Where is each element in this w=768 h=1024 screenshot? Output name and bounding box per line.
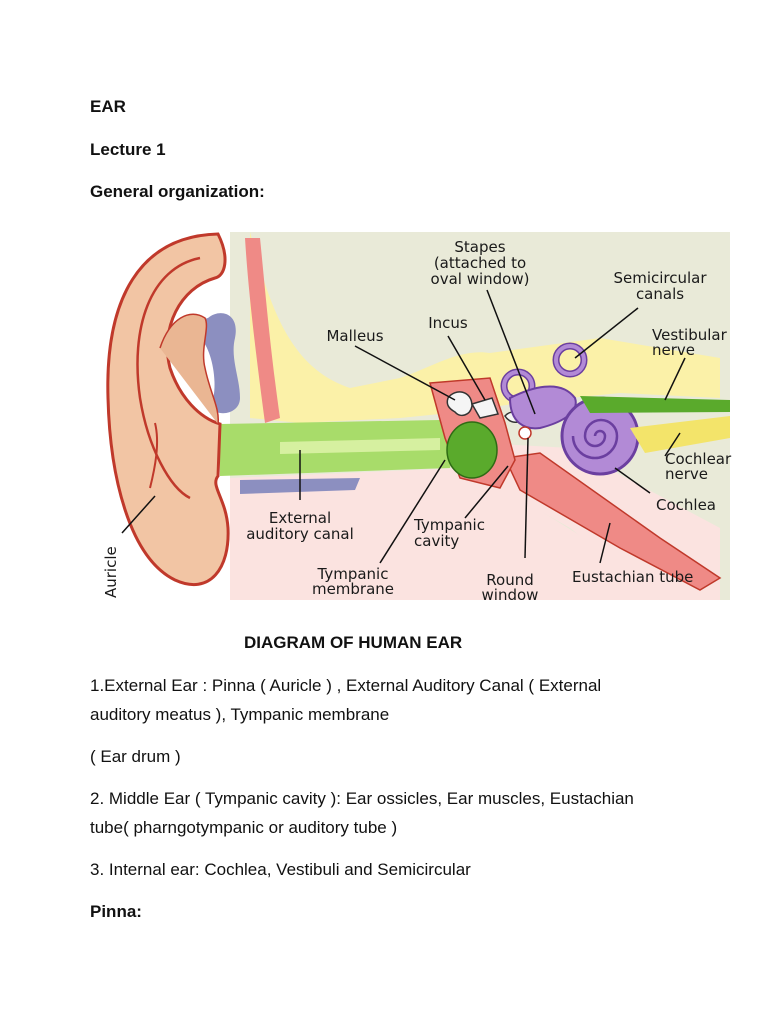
label-cochlear-nerve-2: nerve — [665, 465, 708, 483]
stapes-pointer — [486, 289, 536, 415]
paragraph-middle-ear-line-1: 2. Middle Ear ( Tympanic cavity ): Ear o… — [90, 789, 634, 808]
label-tympanic-membrane-1: Tympanic — [317, 565, 389, 583]
document-title: EAR — [90, 97, 126, 116]
auricle-helix — [159, 313, 219, 425]
label-malleus: Malleus — [326, 327, 383, 345]
label-auricle: Auricle — [102, 546, 120, 598]
label-stapes-2: (attached to — [434, 254, 526, 272]
section-heading: General organization: — [90, 182, 265, 201]
label-eac-2: auditory canal — [246, 525, 354, 543]
malleus-shape — [446, 391, 473, 417]
label-vestibular-1: Vestibular — [652, 326, 728, 344]
label-cochlear-nerve-1: Cochlear — [665, 450, 732, 468]
bone-band — [250, 232, 720, 423]
paragraph-external-ear-line-1: 1.External Ear : Pinna ( Auricle ) , Ext… — [90, 676, 602, 695]
cochlea-pointer — [614, 467, 651, 494]
label-round-window-2: window — [482, 586, 539, 604]
cochlea-spiral — [571, 418, 619, 460]
canal-skin-strip — [245, 238, 280, 423]
auricle-vessel — [149, 422, 159, 489]
soft-tissue — [230, 468, 660, 600]
label-incus: Incus — [428, 314, 468, 332]
label-tympanic-membrane-2: membrane — [312, 580, 394, 598]
canal-highlight — [280, 438, 440, 454]
label-tympanic-cavity-2: cavity — [414, 532, 459, 550]
auricle-pointer — [121, 495, 156, 534]
incus-pointer — [447, 335, 486, 401]
label-vestibular-2: nerve — [652, 341, 695, 359]
tympanic-membrane-shape — [446, 421, 498, 479]
paragraph-ear-drum: ( Ear drum ) — [90, 747, 181, 766]
paragraph-middle-ear: 2. Middle Ear ( Tympanic cavity ): Ear o… — [90, 784, 690, 842]
malleus-pointer — [354, 345, 456, 401]
label-eac-1: External — [269, 509, 331, 527]
label-stapes-1: Stapes — [454, 238, 505, 256]
semicircular-pointer — [574, 307, 639, 359]
round-window-shape — [518, 426, 532, 440]
round-window-pointer — [524, 437, 529, 559]
paragraph-internal-ear: 3. Internal ear: Cochlea, Vestibuli and … — [90, 860, 471, 879]
cartilage-upper — [197, 313, 240, 414]
label-semicircular-1: Semicircular — [613, 269, 707, 287]
eustachian-tube-shape — [503, 452, 722, 591]
eustachian-pointer — [599, 522, 611, 564]
label-semicircular-2: canals — [636, 285, 684, 303]
tympanic-cavity-pointer — [464, 465, 509, 519]
pinna-heading: Pinna: — [90, 902, 142, 921]
figure-caption: DIAGRAM OF HUMAN EAR — [244, 633, 463, 652]
auricle-shape — [106, 232, 230, 587]
label-cochlea: Cochlea — [656, 496, 716, 514]
vestibular-pointer — [664, 357, 686, 401]
cochlear-nerve-pointer — [664, 432, 681, 457]
vestibular-nerve-shape — [580, 396, 730, 413]
label-eustachian: Eustachian tube — [572, 568, 693, 586]
tympanic-membrane-pointer — [379, 459, 446, 564]
paragraph-middle-ear-line-2: tube( pharngotympanic or auditory tube ) — [90, 818, 398, 837]
incus-shape — [470, 397, 500, 419]
paragraph-external-ear: 1.External Ear : Pinna ( Auricle ) , Ext… — [90, 671, 690, 729]
auricle-inner-fold — [136, 256, 201, 500]
paragraph-external-ear-line-2: auditory meatus ), Tympanic membrane — [90, 705, 390, 724]
label-tympanic-cavity-1: Tympanic — [413, 516, 485, 534]
cochlear-nerve-shape — [630, 416, 730, 453]
semicircular-canal-1-fill — [554, 344, 586, 376]
label-round-window-1: Round — [486, 571, 533, 589]
ear-diagram: Stapes (attached to oval window) Semicir… — [100, 228, 740, 604]
lecture-number: Lecture 1 — [90, 140, 166, 159]
label-stapes-3: oval window) — [431, 270, 530, 288]
